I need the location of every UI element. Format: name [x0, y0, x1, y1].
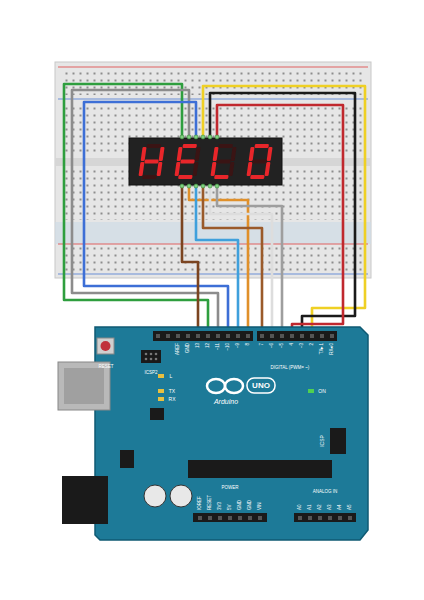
pin-label: GND: [186, 343, 191, 353]
pin-label: RX◂0: [330, 343, 335, 355]
pin-label: GND: [238, 500, 243, 510]
jumper-wire: [84, 102, 228, 334]
board-label: RX: [169, 397, 176, 402]
display-pins: [180, 135, 219, 188]
board-label: TX: [169, 389, 175, 394]
board-label: ICSP2: [144, 371, 157, 376]
segment-digits: [129, 138, 282, 185]
pin-label: A5: [348, 504, 353, 510]
board-label: L: [170, 374, 173, 379]
jumper-wire: [217, 186, 282, 334]
board-label: DIGITAL (PWM= ~): [271, 366, 310, 371]
board-label: RESET: [98, 365, 113, 370]
breadboard: [55, 62, 371, 278]
jumper-wire: [210, 93, 355, 334]
board-label: ON: [318, 389, 326, 394]
board-label: Arduino: [214, 398, 238, 405]
pin-label: VIN: [258, 502, 263, 510]
pin-label: ~9: [236, 343, 241, 348]
pin-label: GND: [248, 500, 253, 510]
board-label: POWER: [221, 486, 238, 491]
pin-label: IOREF: [198, 496, 203, 510]
pin-label: 12: [206, 343, 211, 348]
pin-label: ~5: [280, 343, 285, 348]
header-pins: [156, 334, 352, 520]
pin-label: RESET: [208, 495, 213, 510]
board-label: ANALOG IN: [313, 490, 338, 495]
jumper-wire: [203, 186, 262, 334]
jumper-wire: [210, 186, 272, 334]
pin-label: 2: [310, 343, 315, 346]
pin-label: 3V3: [218, 502, 223, 510]
pin-label: ~11: [216, 343, 221, 350]
pin-label: 4: [290, 343, 295, 346]
jumper-wire: [203, 86, 365, 334]
pin-label: A4: [338, 504, 343, 510]
arduino-uno-board: [58, 327, 368, 540]
pin-label: 7: [260, 343, 265, 346]
pin-label: ~3: [300, 343, 305, 348]
jumper-wire: [64, 84, 208, 334]
pin-label: ~10: [226, 343, 231, 351]
pin-label: 8: [246, 343, 251, 346]
board-label: UNO: [252, 382, 270, 390]
pin-label: 5V: [228, 504, 233, 510]
pin-label: ICSP: [320, 435, 325, 447]
wires: [64, 84, 365, 334]
jumper-wire: [189, 186, 248, 334]
jumper-wire: [217, 105, 343, 334]
pin-label: A3: [328, 504, 333, 510]
pin-label: TX▸1: [320, 343, 325, 354]
pin-label: A1: [308, 504, 313, 510]
pin-label: 13: [196, 343, 201, 348]
pin-label: ~6: [270, 343, 275, 348]
pin-label: A0: [298, 504, 303, 510]
pin-label: AREF: [176, 343, 181, 355]
seven-segment-display: [129, 138, 282, 185]
pin-label: A2: [318, 504, 323, 510]
